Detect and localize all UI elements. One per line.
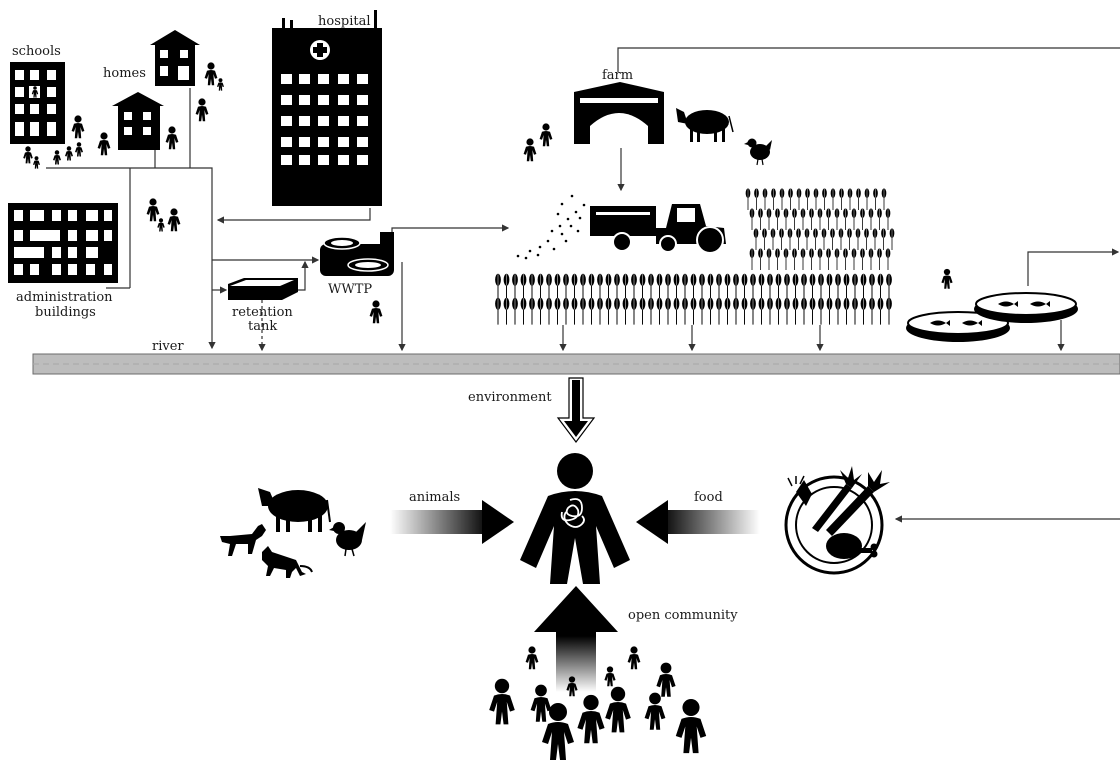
administration-label-line2: buildings xyxy=(35,305,96,320)
environment-label: environment xyxy=(468,390,552,405)
administration-label-line1: administration xyxy=(16,290,113,305)
animals-label: animals xyxy=(409,490,460,505)
food-plate-icon xyxy=(784,466,890,575)
school-building-icon xyxy=(10,62,65,144)
hospital-icon xyxy=(272,10,382,206)
retention-label-line2: tank xyxy=(248,319,277,334)
food-label: food xyxy=(694,490,723,505)
crowd-icon xyxy=(489,646,707,760)
river-label: river xyxy=(152,339,184,354)
open-community-arrow xyxy=(534,586,618,692)
cow-icon xyxy=(258,488,331,532)
central-person-icon xyxy=(520,453,630,584)
home-icon xyxy=(150,30,200,86)
person-icon xyxy=(539,123,553,147)
open-community-label: open community xyxy=(628,608,738,623)
environment-arrow xyxy=(556,377,596,443)
cow-icon xyxy=(676,108,734,142)
food-arrow xyxy=(636,500,760,544)
animals-arrow xyxy=(390,500,514,544)
river xyxy=(32,353,1120,375)
fish-pond-icon xyxy=(906,292,1078,342)
chicken-icon xyxy=(744,138,772,166)
homes-label: homes xyxy=(103,66,146,81)
tractor-icon xyxy=(516,194,726,260)
chicken-icon xyxy=(329,522,366,557)
dog-icon xyxy=(220,524,266,556)
hospital-label: hospital xyxy=(318,14,370,29)
retention-tank-icon xyxy=(228,278,298,300)
wwtp-label: WWTP xyxy=(328,282,372,297)
person-icon xyxy=(941,268,953,289)
farm-label: farm xyxy=(602,68,633,83)
home-icon xyxy=(112,92,164,150)
administration-building-icon xyxy=(8,203,118,283)
schools-label: schools xyxy=(12,44,61,59)
gut-icon xyxy=(560,498,585,528)
person-icon xyxy=(523,138,537,162)
wwtp-icon xyxy=(320,232,394,276)
retention-label-line1: retention xyxy=(232,305,293,320)
farm-barn-icon xyxy=(574,82,664,144)
cat-icon xyxy=(262,546,313,578)
